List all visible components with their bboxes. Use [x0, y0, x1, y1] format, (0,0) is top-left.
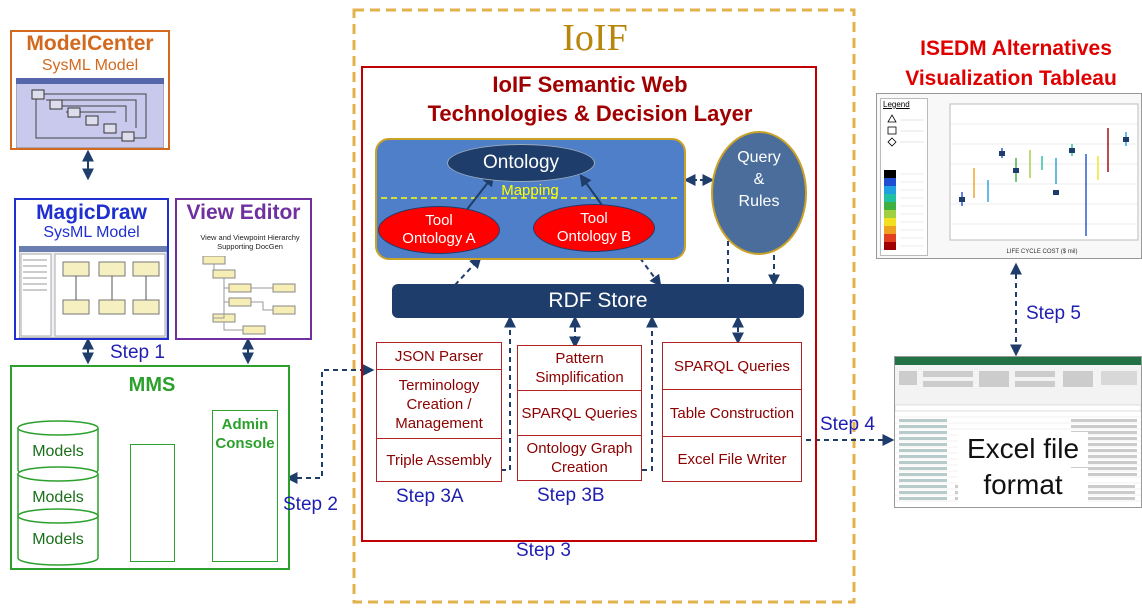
models-label-3: Models [32, 531, 84, 548]
rdf-store-label: RDF Store [548, 289, 648, 312]
iof-frame [352, 8, 856, 604]
semantic-layer-panel [361, 66, 817, 542]
tool-ontology-b-label: Tool Ontology B [556, 210, 632, 245]
ampersand-label: & [753, 171, 765, 188]
mapping-label: Mapping [501, 181, 559, 199]
magicdraw-panel[interactable]: MagicDraw SysML Model [14, 198, 169, 340]
sparql-queries-c-box[interactable]: SPARQL Queries [662, 342, 802, 390]
magicdraw-screenshot [19, 246, 167, 338]
mms-center-box [130, 444, 175, 562]
table-construction-label: Table Construction [669, 404, 795, 422]
iof-title: IoIF [562, 17, 628, 59]
step-3b-label: Step 3B [537, 485, 605, 506]
query-rules-node[interactable] [711, 131, 807, 255]
step-2-label: Step 2 [283, 494, 338, 515]
triple-assembly-box[interactable]: Triple Assembly [376, 438, 502, 482]
legend-title: Legend [883, 100, 910, 109]
query-label: Query [737, 149, 781, 166]
rdf-toolA-connector [454, 256, 482, 286]
modelcenter-screenshot [16, 78, 164, 148]
magicdraw-subtitle: SysML Model [43, 224, 140, 241]
terminology-box[interactable]: Terminology Creation / Management [376, 369, 502, 439]
excel-file-format-line1: Excel file [958, 432, 1088, 466]
isedm-title-line1: ISEDM Alternatives [920, 37, 1112, 60]
view-editor-title: View Editor [186, 201, 301, 224]
pattern-simplification-label: Pattern Simplification [535, 350, 624, 386]
rules-label: Rules [738, 193, 780, 210]
step-1-label: Step 1 [110, 342, 165, 363]
tripleassembly-rdf-connector [501, 315, 516, 471]
models-label-2: Models [32, 489, 84, 506]
pattern-simplification-box[interactable]: Pattern Simplification [517, 345, 642, 391]
ontology-graph-creation-box[interactable]: Ontology Graph Creation [517, 435, 642, 481]
step3b-column: Pattern Simplification SPARQL Queries On… [517, 345, 642, 483]
modelcenter-panel[interactable]: ModelCenter SysML Model [10, 30, 170, 150]
isedm-title-line2: Visualization Tableau [905, 67, 1117, 90]
triple-assembly-label: Triple Assembly [386, 451, 492, 469]
step-3-label: Step 3 [516, 540, 571, 561]
step3c-column: SPARQL Queries Table Construction Excel … [662, 342, 802, 482]
toolB-rdf-connector [639, 257, 662, 287]
terminology-label: Terminology Creation / Management [395, 376, 483, 432]
excel-file-writer-label: Excel File Writer [677, 450, 787, 468]
ontologygraph-rdf-connector [642, 315, 658, 471]
table-construction-box[interactable]: Table Construction [662, 389, 802, 437]
ontology-node[interactable]: Ontology [447, 144, 595, 182]
json-parser-label: JSON Parser [394, 347, 484, 365]
tool-ontology-a[interactable]: Tool Ontology A [378, 206, 500, 254]
step2-connector [285, 364, 375, 484]
step3a-column: JSON Parser Terminology Creation / Manag… [376, 342, 502, 484]
modelcenter-title: ModelCenter [26, 32, 154, 55]
semantic-title-line2: Technologies & Decision Layer [427, 101, 753, 126]
admin-console-label: Admin Console [215, 416, 275, 452]
excel-file-writer-box[interactable]: Excel File Writer [662, 436, 802, 482]
admin-console-box[interactable]: Admin Console [212, 410, 278, 562]
semantic-title-line1: IoIF Semantic Web [492, 72, 688, 97]
view-editor-thumb-title: View and Viewpoint Hierarchy Supporting … [200, 233, 300, 251]
models-cylinder-3[interactable] [17, 508, 99, 566]
sparql-queries-b-box[interactable]: SPARQL Queries [517, 390, 642, 436]
json-parser-box[interactable]: JSON Parser [376, 342, 502, 370]
tool-ontology-a-label: Tool Ontology A [402, 212, 476, 247]
sparql-queries-c-label: SPARQL Queries [674, 357, 790, 375]
step-3a-label: Step 3A [396, 486, 464, 507]
modelcenter-subtitle: SysML Model [41, 57, 139, 74]
ontology-graph-creation-label: Ontology Graph Creation [526, 440, 633, 476]
tool-ontology-b[interactable]: Tool Ontology B [533, 204, 655, 252]
view-editor-hierarchy [202, 256, 296, 335]
step-4-label: Step 4 [820, 414, 875, 435]
magicdraw-title: MagicDraw [36, 201, 147, 224]
ontology-label: Ontology [482, 152, 560, 173]
models-label-1: Models [32, 443, 84, 460]
isedm-x-axis-label: LIFE CYCLE COST ($ mil) [1007, 249, 1078, 255]
excel-file-format-line2: format [958, 468, 1088, 502]
step-5-label: Step 5 [1026, 303, 1081, 324]
isedm-scatter: LIFE CYCLE COST ($ mil) [949, 103, 1139, 255]
view-editor-panel[interactable]: View Editor View and Viewpoint Hierarchy… [175, 198, 312, 340]
rdf-store[interactable]: RDF Store [392, 284, 804, 318]
sparql-queries-b-label: SPARQL Queries [521, 404, 638, 422]
legend-swatches [884, 114, 924, 250]
mms-title: MMS [128, 373, 176, 396]
